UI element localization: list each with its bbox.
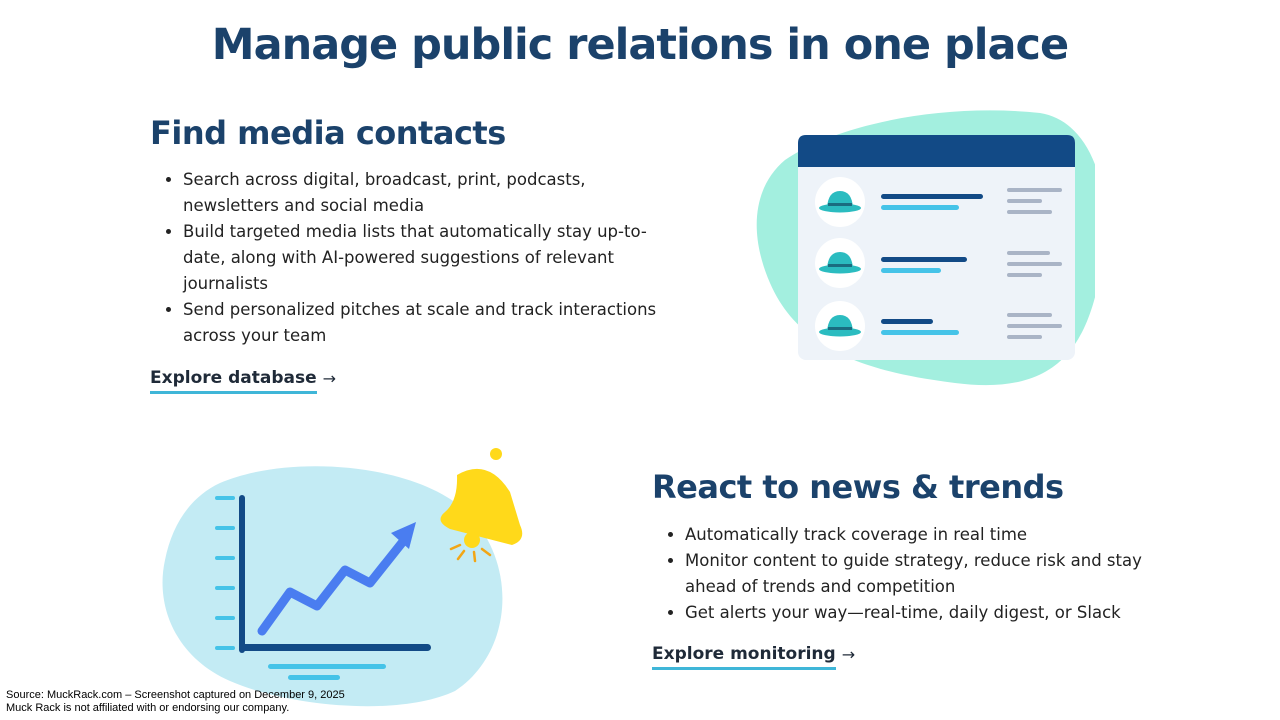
arrow-right-icon: → <box>322 369 337 388</box>
react-to-news-heading: React to news & trends <box>652 468 1064 506</box>
monitoring-feature-item: Get alerts your way—real-time, daily dig… <box>685 600 1175 626</box>
explore-database-link[interactable]: Explore database → <box>150 368 336 394</box>
media-contact-list-illustration <box>756 110 1095 386</box>
contacts-feature-item: Send personalized pitches at scale and t… <box>183 297 683 349</box>
notification-bell-icon <box>440 448 523 563</box>
trend-chart-bell-illustration <box>162 448 523 707</box>
chart-baseline <box>288 675 340 680</box>
chart-axis-ticks <box>215 496 235 650</box>
chart-baseline <box>268 664 386 669</box>
source-line: Source: MuckRack.com – Screenshot captur… <box>6 689 345 701</box>
list-card <box>798 135 1075 360</box>
chart-x-axis <box>239 644 431 651</box>
find-media-contacts-heading: Find media contacts <box>150 114 506 152</box>
monitoring-feature-list: Automatically track coverage in real tim… <box>652 522 1175 626</box>
list-card-header <box>798 135 1075 167</box>
hat-avatar-icon <box>819 191 861 213</box>
contact-row <box>815 301 1062 351</box>
trend-line <box>257 534 410 636</box>
contact-row <box>815 238 1062 288</box>
trend-arrow-head-icon <box>391 522 416 549</box>
chart-y-axis <box>239 495 245 653</box>
arrow-right-icon: → <box>841 645 856 664</box>
source-footnote: Source: MuckRack.com – Screenshot captur… <box>6 689 345 715</box>
explore-monitoring-label: Explore monitoring <box>652 644 836 670</box>
contacts-feature-item: Build targeted media lists that automati… <box>183 219 683 297</box>
contacts-feature-list: Search across digital, broadcast, print,… <box>150 167 683 349</box>
contact-row <box>815 177 1062 227</box>
hat-avatar-icon <box>819 252 861 274</box>
page-title: Manage public relations in one place <box>211 20 1069 70</box>
contacts-feature-item: Search across digital, broadcast, print,… <box>183 167 683 219</box>
explore-database-label: Explore database <box>150 368 317 394</box>
hat-avatar-icon <box>819 315 861 337</box>
monitoring-feature-item: Automatically track coverage in real tim… <box>685 522 1175 548</box>
disclaimer-line: Muck Rack is not affiliated with or endo… <box>6 702 290 714</box>
explore-monitoring-link[interactable]: Explore monitoring → <box>652 644 855 670</box>
monitoring-feature-item: Monitor content to guide strategy, reduc… <box>685 548 1175 600</box>
